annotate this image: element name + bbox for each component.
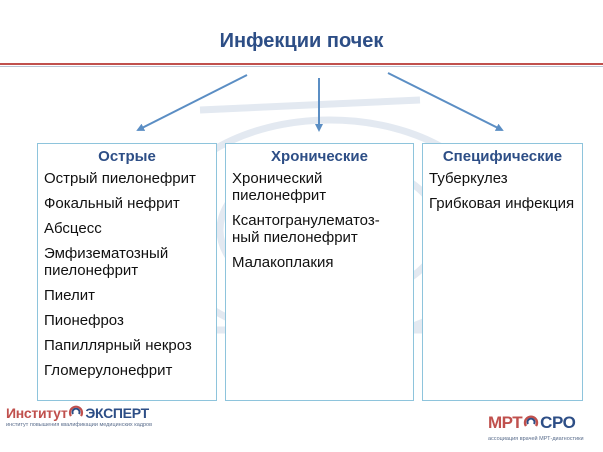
list-item: Хронический пиелонефрит	[232, 170, 327, 204]
list-item: Фокальный нефрит	[44, 195, 180, 212]
logo-emblem-icon	[69, 405, 84, 417]
list-item: Туберкулез	[429, 170, 508, 187]
logo-word-2: ЭКСПЕРТ	[85, 405, 149, 421]
logo-wordmark: Институт ЭКСПЕРТ	[6, 402, 149, 421]
list-item: Ксантогранулематоз-ный пиелонефрит	[232, 212, 380, 246]
column-header: Острые	[98, 148, 156, 165]
logo-subtitle: ассоциация врачей МРТ-диагностики	[488, 436, 584, 442]
column-acute: Острые Острый пиелонефрит Фокальный нефр…	[37, 143, 217, 401]
mrt-sro-logo: МРТ СРО ассоциация врачей МРТ-диагностики	[488, 410, 600, 450]
list-item: Папиллярный некроз	[44, 337, 192, 354]
logo-word-2: СРО	[540, 413, 576, 432]
list-item: Гломерулонефрит	[44, 362, 173, 379]
title-divider	[0, 63, 603, 65]
logo-wordmark: МРТ СРО	[488, 410, 576, 433]
slide-title: Инфекции почек	[219, 30, 384, 52]
list-item: Острый пиелонефрит	[44, 170, 196, 187]
arrow-to-specific	[387, 72, 504, 131]
list-item: Пионефроз	[44, 312, 124, 329]
column-chronic: Хронические Хронический пиелонефрит Ксан…	[225, 143, 414, 401]
column-header: Хронические	[271, 148, 368, 165]
column-specific: Специфические Туберкулез Грибковая инфек…	[422, 143, 583, 401]
list-item: Пиелит	[44, 287, 96, 304]
list-item: Малакоплакия	[232, 254, 334, 271]
logo-word-1: МРТ	[488, 413, 523, 432]
logo-emblem-icon	[523, 415, 539, 427]
column-header: Специфические	[442, 148, 563, 165]
institut-expert-logo: Институт ЭКСПЕРТ институт повышения квали…	[6, 402, 166, 442]
logo-word-1: Институт	[6, 405, 68, 421]
list-item: Абсцесс	[44, 220, 102, 237]
arrow-to-acute	[136, 74, 248, 131]
title-divider-thin	[0, 66, 603, 67]
list-item: Эмфизематозный пиелонефрит	[44, 245, 169, 279]
logo-subtitle: институт повышения квалификации медицинс…	[6, 422, 153, 428]
list-item: Грибковая инфекция	[429, 195, 575, 212]
